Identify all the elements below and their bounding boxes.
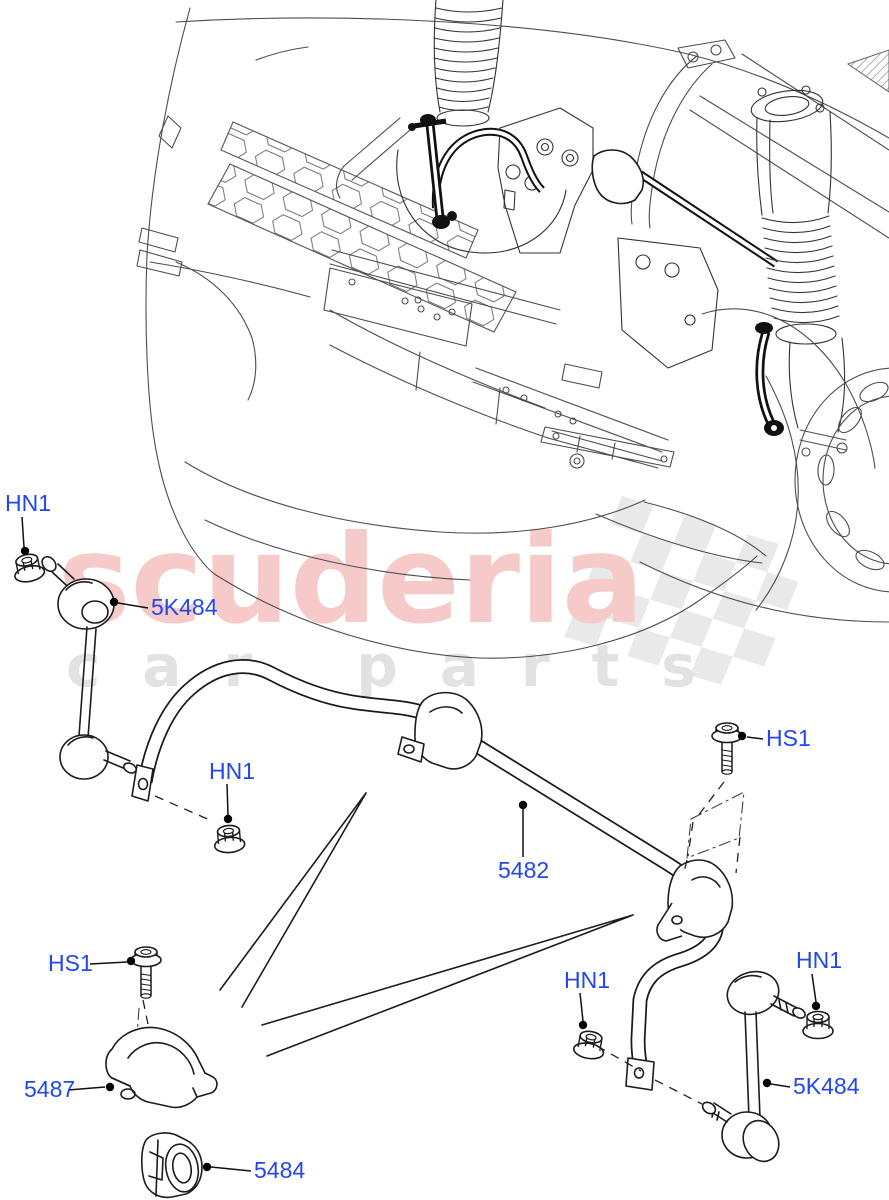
label-5k484-left: 5K484: [109, 594, 218, 620]
part-code[interactable]: 5487: [24, 1076, 75, 1102]
ghost-plane: [686, 791, 745, 859]
right-air-strut: [750, 85, 846, 433]
nut-hn1-bottom-mid: [571, 1028, 608, 1062]
part-code[interactable]: HN1: [796, 947, 842, 973]
part-labels: HN1 5K484 HN1 5482 HS1 HS1 HN1 HN1: [5, 490, 860, 1183]
clamp-5487: [105, 1026, 218, 1109]
bolt-hs1-left: [130, 946, 162, 1000]
pointer-wedge-clamp: [219, 792, 367, 1008]
right-stabilizer-link: [701, 970, 806, 1163]
vehicle-illustration: [136, 0, 889, 659]
left-air-strut: [335, 0, 567, 254]
bar-left-end-tab: [131, 764, 154, 802]
label-hs1-right: HS1: [737, 725, 811, 751]
installed-stabilizer-bar: [408, 114, 848, 457]
exploded-parts: [10, 550, 834, 1199]
right-wheel: [595, 308, 889, 623]
bolt-hs1-right: [711, 722, 743, 776]
part-code[interactable]: 5484: [254, 1157, 305, 1183]
label-hs1-left: HS1: [48, 950, 136, 976]
part-code[interactable]: HN1: [5, 490, 51, 516]
nut-hn1-mid-left: [212, 823, 247, 855]
label-hn1-bottom-right: HN1: [796, 947, 842, 1011]
part-code[interactable]: HN1: [564, 967, 610, 993]
pointer-wedge-bushing: [261, 914, 634, 1057]
label-5484: 5484: [202, 1157, 305, 1183]
part-code[interactable]: HS1: [48, 950, 93, 976]
left-stabilizer-link: [41, 555, 137, 780]
watermark-brand-text: scuderia: [58, 509, 644, 651]
bushing-5484: [140, 1132, 203, 1199]
on-bar-bushing: [656, 859, 734, 942]
part-code[interactable]: 5K484: [151, 594, 218, 620]
label-hn1-bottom-mid: HN1: [564, 967, 610, 1030]
bar-right-end-tab: [625, 1057, 655, 1091]
label-5482: 5482: [498, 800, 549, 883]
part-code[interactable]: HN1: [209, 758, 255, 784]
nut-hn1-top-left: [10, 550, 47, 586]
nut-hn1-bottom-right: [802, 1010, 834, 1040]
part-code[interactable]: HS1: [766, 725, 811, 751]
part-code[interactable]: 5482: [498, 857, 549, 883]
watermark-tagline-text: car parts: [66, 632, 738, 700]
part-code[interactable]: 5K484: [793, 1073, 860, 1099]
label-hn1-mid-left: HN1: [209, 758, 255, 824]
label-5k484-right: 5K484: [762, 1073, 860, 1099]
on-bar-clamp: [397, 691, 483, 770]
label-5487: 5487: [24, 1076, 115, 1102]
label-hn1-top-left: HN1: [5, 490, 51, 556]
